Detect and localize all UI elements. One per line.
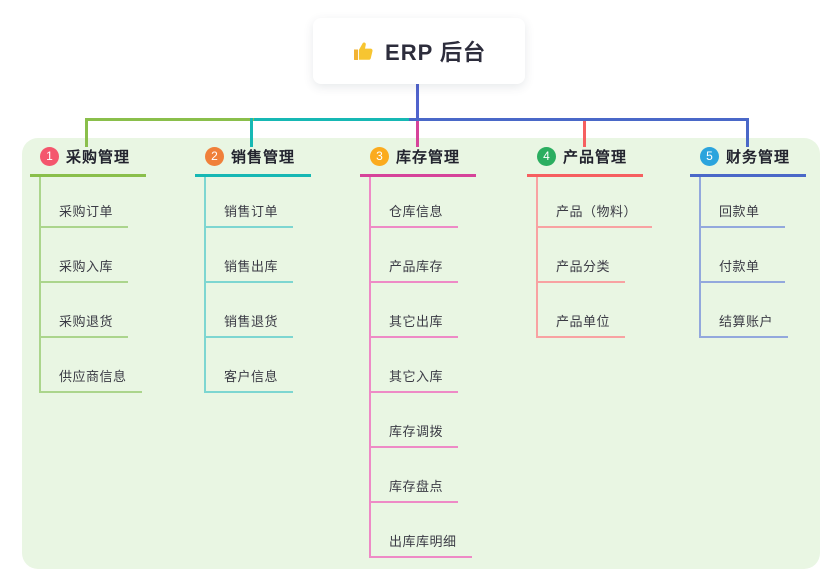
node-item[interactable]: 采购入库 — [41, 228, 129, 283]
node-item[interactable]: 产品库存 — [371, 228, 459, 283]
node-item-label: 产品库存 — [389, 259, 444, 274]
branch-product-children: 产品（物料） 产品分类 产品单位 — [536, 177, 653, 338]
node-item[interactable]: 回款单 — [701, 177, 785, 228]
node-item-label: 结算账户 — [719, 314, 774, 329]
node-item-label: 库存调拨 — [389, 424, 444, 439]
node-item-label: 采购入库 — [59, 259, 114, 274]
node-item[interactable]: 付款单 — [701, 228, 785, 283]
node-item-label: 库存盘点 — [389, 479, 444, 494]
node-item-label: 出库库明细 — [389, 534, 457, 549]
node-item[interactable]: 库存调拨 — [371, 393, 459, 448]
node-item[interactable]: 仓库信息 — [371, 177, 459, 228]
branch-finance-children: 回款单 付款单 结算账户 — [699, 177, 806, 338]
root-node[interactable]: ERP 后台 — [313, 18, 525, 84]
node-item-label: 其它入库 — [389, 369, 444, 384]
node-item-label: 供应商信息 — [59, 369, 127, 384]
branch-label: 销售管理 — [231, 149, 296, 166]
mindmap-background-panel — [22, 138, 820, 569]
branch-number-badge: 4 — [537, 147, 556, 166]
branch-finance: 5 财务管理 回款单 付款单 结算账户 — [690, 146, 806, 338]
branch-purchase-children: 采购订单 采购入库 采购退货 供应商信息 — [39, 177, 146, 393]
branch-purchase-header[interactable]: 1 采购管理 — [30, 146, 146, 177]
node-item[interactable]: 出库库明细 — [371, 503, 472, 558]
drop-connector-product — [583, 121, 586, 147]
bus-segment-teal — [254, 118, 409, 121]
branch-number-badge: 1 — [40, 147, 59, 166]
node-item[interactable]: 销售出库 — [206, 228, 294, 283]
branch-label: 库存管理 — [396, 149, 461, 166]
drop-connector-purchase — [85, 118, 88, 147]
drop-connector-inventory — [416, 121, 419, 147]
branch-purchase: 1 采购管理 采购订单 采购入库 采购退货 供应商信息 — [30, 146, 146, 393]
branch-label: 采购管理 — [66, 149, 131, 166]
branch-sales: 2 销售管理 销售订单 销售出库 销售退货 客户信息 — [195, 146, 311, 393]
bus-segment-green — [85, 118, 254, 121]
branch-sales-children: 销售订单 销售出库 销售退货 客户信息 — [204, 177, 311, 393]
node-item[interactable]: 客户信息 — [206, 338, 294, 393]
node-item-label: 采购退货 — [59, 314, 114, 329]
node-item-label: 产品（物料） — [556, 204, 638, 219]
node-item-label: 回款单 — [719, 204, 760, 219]
trunk-connector — [416, 84, 419, 118]
node-item-label: 销售退货 — [224, 314, 279, 329]
branch-number-badge: 5 — [700, 147, 719, 166]
drop-connector-finance — [746, 118, 749, 147]
node-item-label: 销售订单 — [224, 204, 279, 219]
node-item[interactable]: 销售订单 — [206, 177, 294, 228]
node-item[interactable]: 产品（物料） — [538, 177, 653, 228]
branch-label: 产品管理 — [563, 149, 628, 166]
node-item-label: 仓库信息 — [389, 204, 444, 219]
branch-sales-header[interactable]: 2 销售管理 — [195, 146, 311, 177]
branch-product: 4 产品管理 产品（物料） 产品分类 产品单位 — [527, 146, 653, 338]
branch-inventory: 3 库存管理 仓库信息 产品库存 其它出库 其它入库 库存调拨 库存盘点 出库库… — [360, 146, 476, 558]
node-item[interactable]: 采购订单 — [41, 177, 129, 228]
node-item[interactable]: 产品单位 — [538, 283, 626, 338]
branch-number-badge: 3 — [370, 147, 389, 166]
branch-finance-header[interactable]: 5 财务管理 — [690, 146, 806, 177]
branch-inventory-children: 仓库信息 产品库存 其它出库 其它入库 库存调拨 库存盘点 出库库明细 — [369, 177, 476, 558]
root-node-label: ERP 后台 — [385, 40, 486, 65]
node-item[interactable]: 采购退货 — [41, 283, 129, 338]
node-item-label: 产品单位 — [556, 314, 611, 329]
node-item[interactable]: 供应商信息 — [41, 338, 142, 393]
node-item-label: 其它出库 — [389, 314, 444, 329]
node-item[interactable]: 库存盘点 — [371, 448, 459, 503]
node-item[interactable]: 其它出库 — [371, 283, 459, 338]
thumbs-up-icon — [352, 39, 376, 63]
node-item[interactable]: 销售退货 — [206, 283, 294, 338]
node-item-label: 采购订单 — [59, 204, 114, 219]
drop-connector-sales — [250, 118, 253, 147]
node-item-label: 客户信息 — [224, 369, 279, 384]
branch-inventory-header[interactable]: 3 库存管理 — [360, 146, 476, 177]
node-item-label: 销售出库 — [224, 259, 279, 274]
node-item[interactable]: 结算账户 — [701, 283, 789, 338]
node-item[interactable]: 其它入库 — [371, 338, 459, 393]
node-item-label: 付款单 — [719, 259, 760, 274]
branch-number-badge: 2 — [205, 147, 224, 166]
branch-product-header[interactable]: 4 产品管理 — [527, 146, 643, 177]
bus-segment-blue — [409, 118, 749, 121]
node-item[interactable]: 产品分类 — [538, 228, 626, 283]
branch-label: 财务管理 — [726, 149, 791, 166]
node-item-label: 产品分类 — [556, 259, 611, 274]
